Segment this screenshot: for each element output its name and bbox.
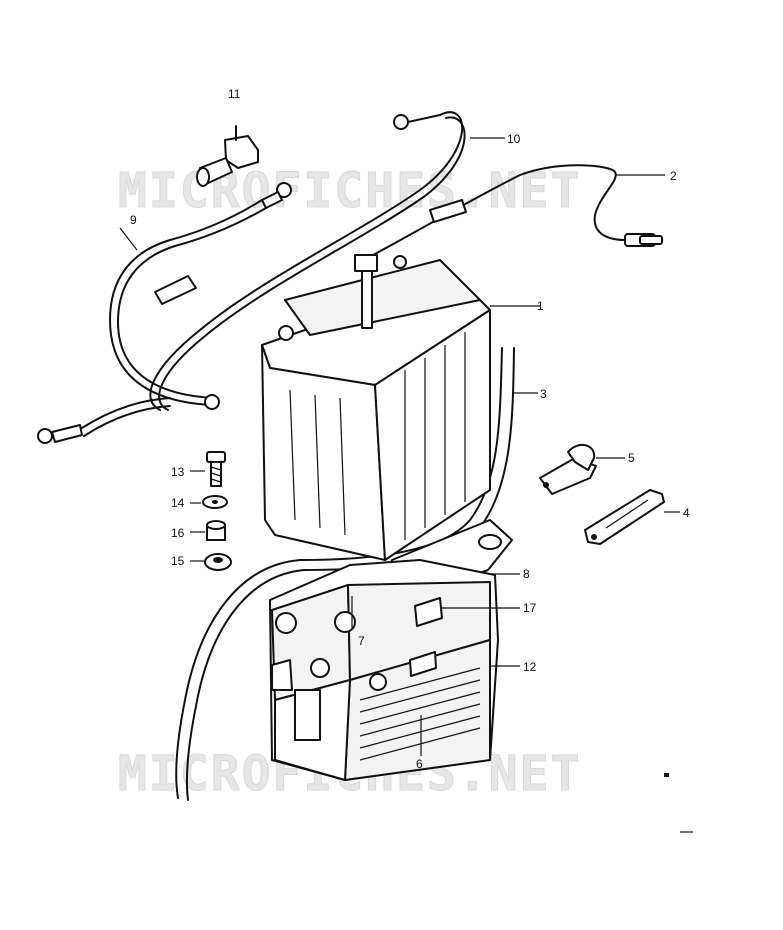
part-3-breather-tube [175,347,538,801]
callout-13: 13 [171,465,185,479]
watermark-top: MICROFICHES.NET [118,163,581,219]
callout-8: 8 [523,567,530,581]
part-13-bolt [190,451,226,487]
callout-2: 2 [670,169,677,183]
part-14-washer [190,495,228,509]
callout-4: 4 [683,506,690,520]
callout-9: 9 [130,213,137,227]
callout-14: 14 [171,496,185,510]
part-4-strap [584,489,680,545]
part-12-battery-tray [269,559,520,781]
stray-mark [664,773,669,777]
part-1-battery [261,254,540,561]
part-9-cable [37,182,292,444]
callout-5: 5 [628,451,635,465]
callout-11: 11 [228,87,241,101]
callout-1: 1 [537,299,544,313]
callout-7: 7 [358,634,365,648]
callout-16: 16 [171,526,185,540]
callout-17: 17 [523,601,537,615]
part-5-clamp [539,443,625,495]
callout-10: 10 [507,132,521,146]
part-10-lead-wire [149,111,505,411]
part-17-bracket [414,597,520,627]
part-11-terminal-cover [196,125,259,187]
part-15-grommet [190,553,232,571]
callout-6: 6 [416,757,423,771]
part-16-spacer [190,520,226,541]
callout-3: 3 [540,387,547,401]
part-2-wire [359,164,665,263]
callout-15: 15 [171,554,185,568]
callout-12: 12 [523,660,537,674]
